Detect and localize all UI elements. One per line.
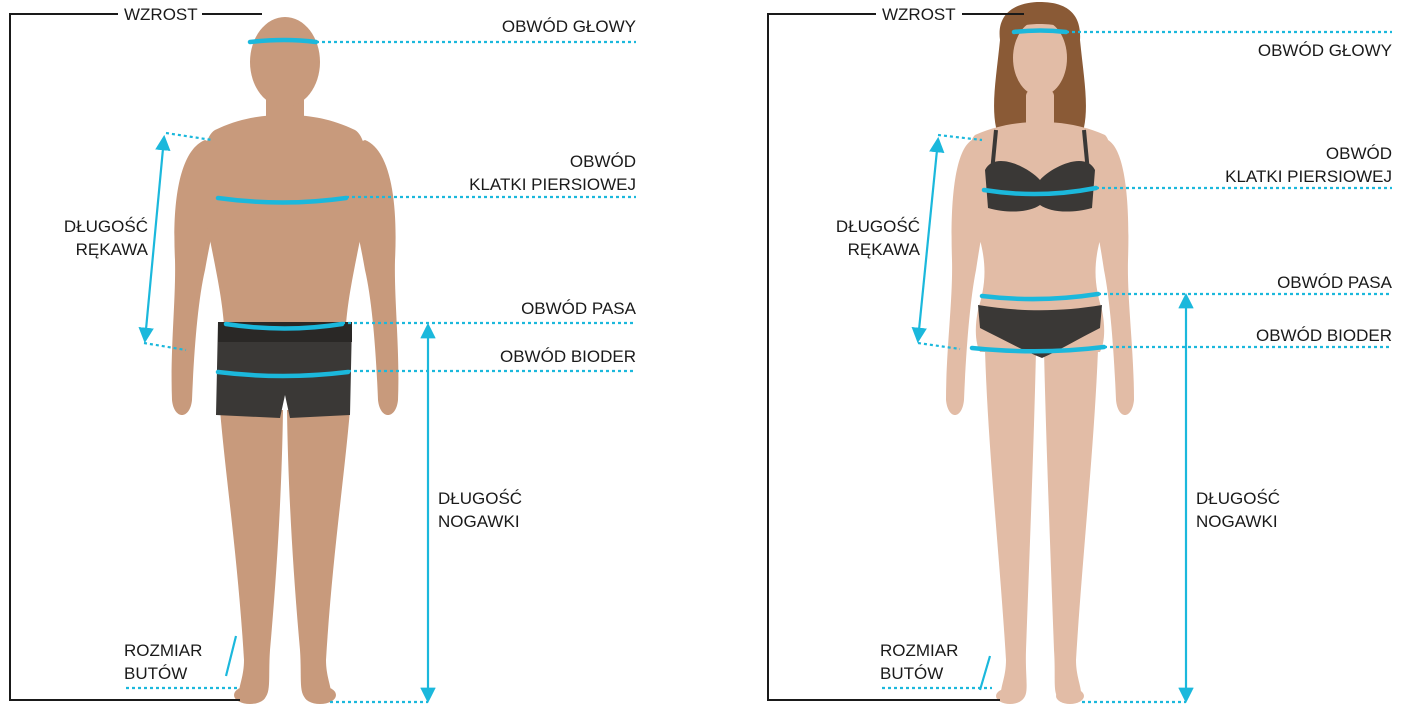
female-head-label: OBWÓD GŁOWY [1258,41,1392,60]
female-chest-label-1: OBWÓD [1326,144,1392,163]
male-sleeve-label-2: RĘKAWA [76,240,149,259]
female-shoe-label-2: BUTÓW [880,664,943,683]
male-waist-label: OBWÓD PASA [521,299,637,318]
male-shoe-slash [226,636,236,676]
female-left-foot [996,688,1024,704]
female-height-label: WZROST [882,5,956,24]
female-right-leg [1044,350,1098,700]
male-chest-label-1: OBWÓD [570,152,636,171]
female-chest-label-2: KLATKI PIERSIOWEJ [1225,167,1392,186]
female-shoe-label-1: ROZMIAR [880,641,958,660]
male-sleeve-arrow [145,138,164,340]
male-head [250,17,320,107]
female-sleeve-label-1: DŁUGOŚĆ [836,217,920,236]
female-head-band [1014,31,1066,33]
male-shoe-label-2: BUTÓW [124,664,187,683]
female-shoe-slash [980,656,990,690]
female-inseam-label-2: NOGAWKI [1196,512,1278,531]
male-sleeve-label-1: DŁUGOŚĆ [64,217,148,236]
male-left-leg [220,410,283,700]
female-waist-label: OBWÓD PASA [1277,273,1393,292]
male-inseam-label-1: DŁUGOŚĆ [438,489,522,508]
male-height-label: WZROST [124,5,198,24]
female-inseam-label-1: DŁUGOŚĆ [1196,489,1280,508]
female-left-leg [985,350,1036,700]
male-hips-label: OBWÓD BIODER [500,347,636,366]
male-head-band [250,40,316,42]
male-sleeve-dot-top [166,133,212,140]
male-right-leg [287,410,350,700]
male-head-label: OBWÓD GŁOWY [502,17,636,36]
male-chest-label-2: KLATKI PIERSIOWEJ [469,175,636,194]
female-sleeve-arrow [918,140,938,340]
male-height-bracket [10,14,240,700]
female-right-foot [1056,688,1084,704]
female-sleeve-label-2: RĘKAWA [848,240,921,259]
male-left-foot [234,686,266,704]
male-torso [202,115,367,325]
female-hips-label: OBWÓD BIODER [1256,326,1392,345]
male-shoe-label-1: ROZMIAR [124,641,202,660]
male-inseam-label-2: NOGAWKI [438,512,520,531]
male-figure [172,17,399,704]
